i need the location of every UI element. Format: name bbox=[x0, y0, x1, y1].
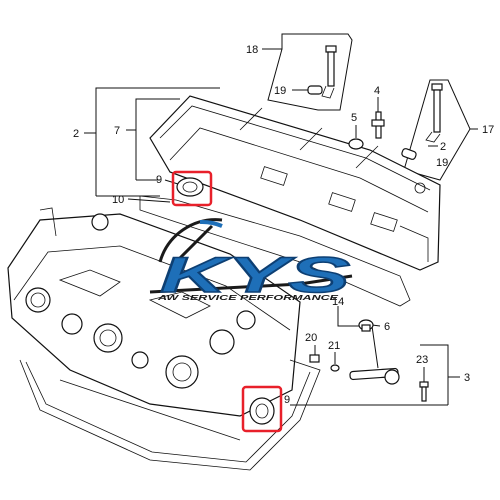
plug-6 bbox=[358, 319, 374, 332]
logo-main-text: KYS bbox=[160, 247, 350, 303]
callout-4: 4 bbox=[374, 85, 380, 97]
logo-tagline: AW SERVICE PERFORMANCE bbox=[156, 293, 339, 302]
lower-gasket bbox=[19, 359, 321, 471]
logo-needle bbox=[174, 224, 214, 264]
callout-14: 14 bbox=[332, 296, 344, 308]
valve-cover bbox=[149, 95, 441, 271]
grommet-19-right bbox=[401, 148, 417, 160]
callout-9-bottom: 9 bbox=[284, 394, 290, 406]
callout-5: 5 bbox=[351, 112, 357, 124]
callout-21: 21 bbox=[328, 340, 340, 352]
callout-18: 18 bbox=[246, 44, 258, 56]
valve-cover-gasket bbox=[139, 195, 411, 307]
grommet-19-top bbox=[307, 85, 323, 95]
callout-20: 20 bbox=[305, 332, 317, 344]
washer-21 bbox=[330, 364, 340, 372]
pcv-pipe-14 bbox=[349, 367, 400, 385]
callout-17: 17 bbox=[482, 124, 494, 136]
callout-2-right: 2 bbox=[440, 141, 446, 153]
nut-20 bbox=[309, 354, 320, 363]
highlight-box-bottom-seal bbox=[241, 385, 283, 433]
callout-2-left: 2 bbox=[73, 128, 79, 140]
bolt-23 bbox=[419, 381, 429, 402]
leader-lines bbox=[84, 33, 478, 406]
bolt-18 bbox=[321, 45, 337, 99]
washer-5 bbox=[348, 138, 364, 150]
callout-6: 6 bbox=[384, 321, 390, 333]
callout-23: 23 bbox=[416, 354, 428, 366]
logo-gauge-arc bbox=[158, 218, 223, 263]
logo-gauge-accent bbox=[199, 219, 223, 228]
callout-9-top: 9 bbox=[156, 174, 162, 186]
seal-9-top bbox=[176, 177, 204, 197]
stud-4 bbox=[371, 111, 385, 139]
cylinder-head bbox=[7, 207, 301, 441]
seal-9-bottom bbox=[249, 397, 275, 425]
logo-swoosh bbox=[149, 274, 353, 294]
highlight-box-top-seal bbox=[171, 170, 213, 207]
callout-7: 7 bbox=[114, 125, 120, 137]
kys-logo: KYS AW SERVICE PERFORMANCE bbox=[149, 218, 353, 304]
callout-19-right: 19 bbox=[436, 157, 448, 169]
callout-10: 10 bbox=[112, 194, 124, 206]
callout-19-top: 19 bbox=[274, 85, 286, 97]
callout-3: 3 bbox=[464, 372, 470, 384]
bolt-17 bbox=[425, 83, 443, 143]
